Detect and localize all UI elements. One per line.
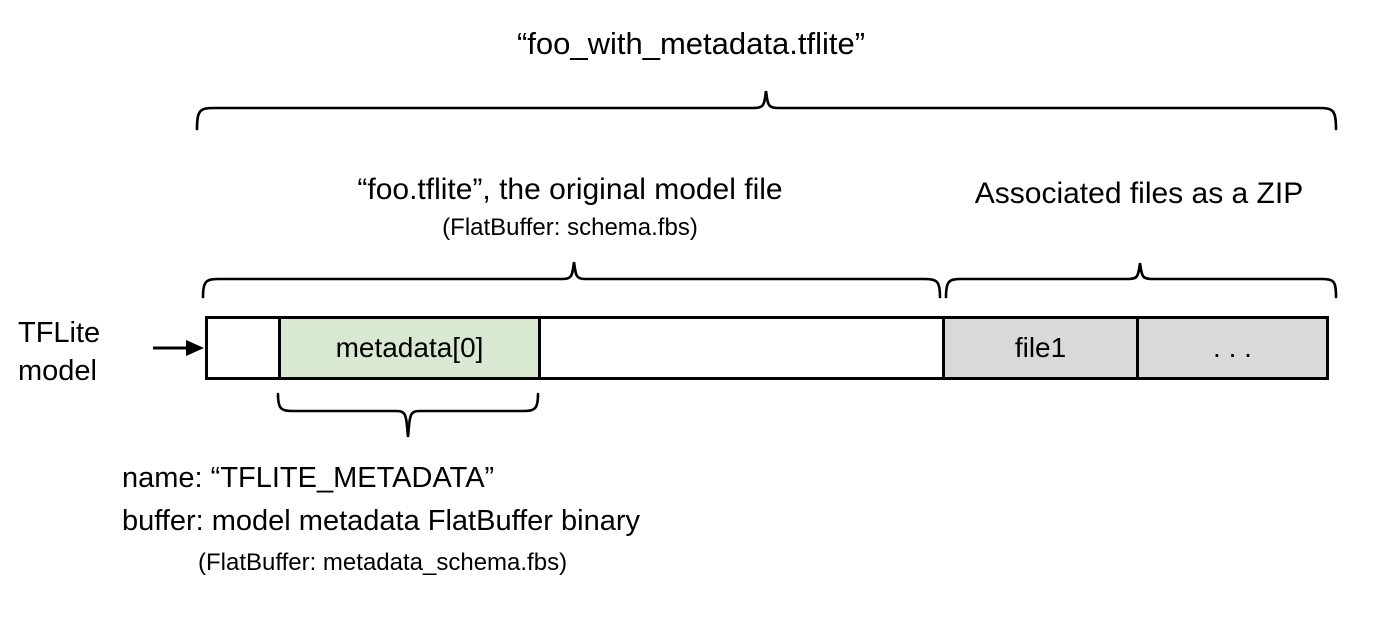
bar-cell-prefix [208,319,281,377]
metadata-note-schema: (FlatBuffer: metadata_schema.fbs) [198,549,568,576]
label-tflite-model: TFLite model [18,314,158,391]
page-title: “foo_with_metadata.tflite” [516,26,866,61]
tflite-model-bar: metadata[0] file1 . . . [205,316,1329,380]
bar-cell-metadata: metadata[0] [281,319,541,377]
label-original-model-schema: (FlatBuffer: schema.fbs) [442,214,698,241]
arrow-icon [153,340,204,356]
brace-original-model [201,261,942,299]
label-associated-files: Associated files as a ZIP [974,177,1304,210]
label-tflite-model-line2: model [18,355,97,388]
bar-cell-more-files: . . . [1139,319,1326,377]
brace-whole-file [195,90,1338,131]
metadata-note-name: name: “TFLITE_METADATA” [122,462,495,494]
label-tflite-model-line1: TFLite [18,317,101,349]
bar-cell-model-body [541,319,945,377]
label-original-model: “foo.tflite”, the original model file [357,173,783,206]
brace-associated-files [944,262,1338,299]
metadata-note-buffer: buffer: model metadata FlatBuffer binary [122,505,640,537]
brace-metadata-detail [276,392,540,438]
bar-cell-file1: file1 [945,319,1139,377]
